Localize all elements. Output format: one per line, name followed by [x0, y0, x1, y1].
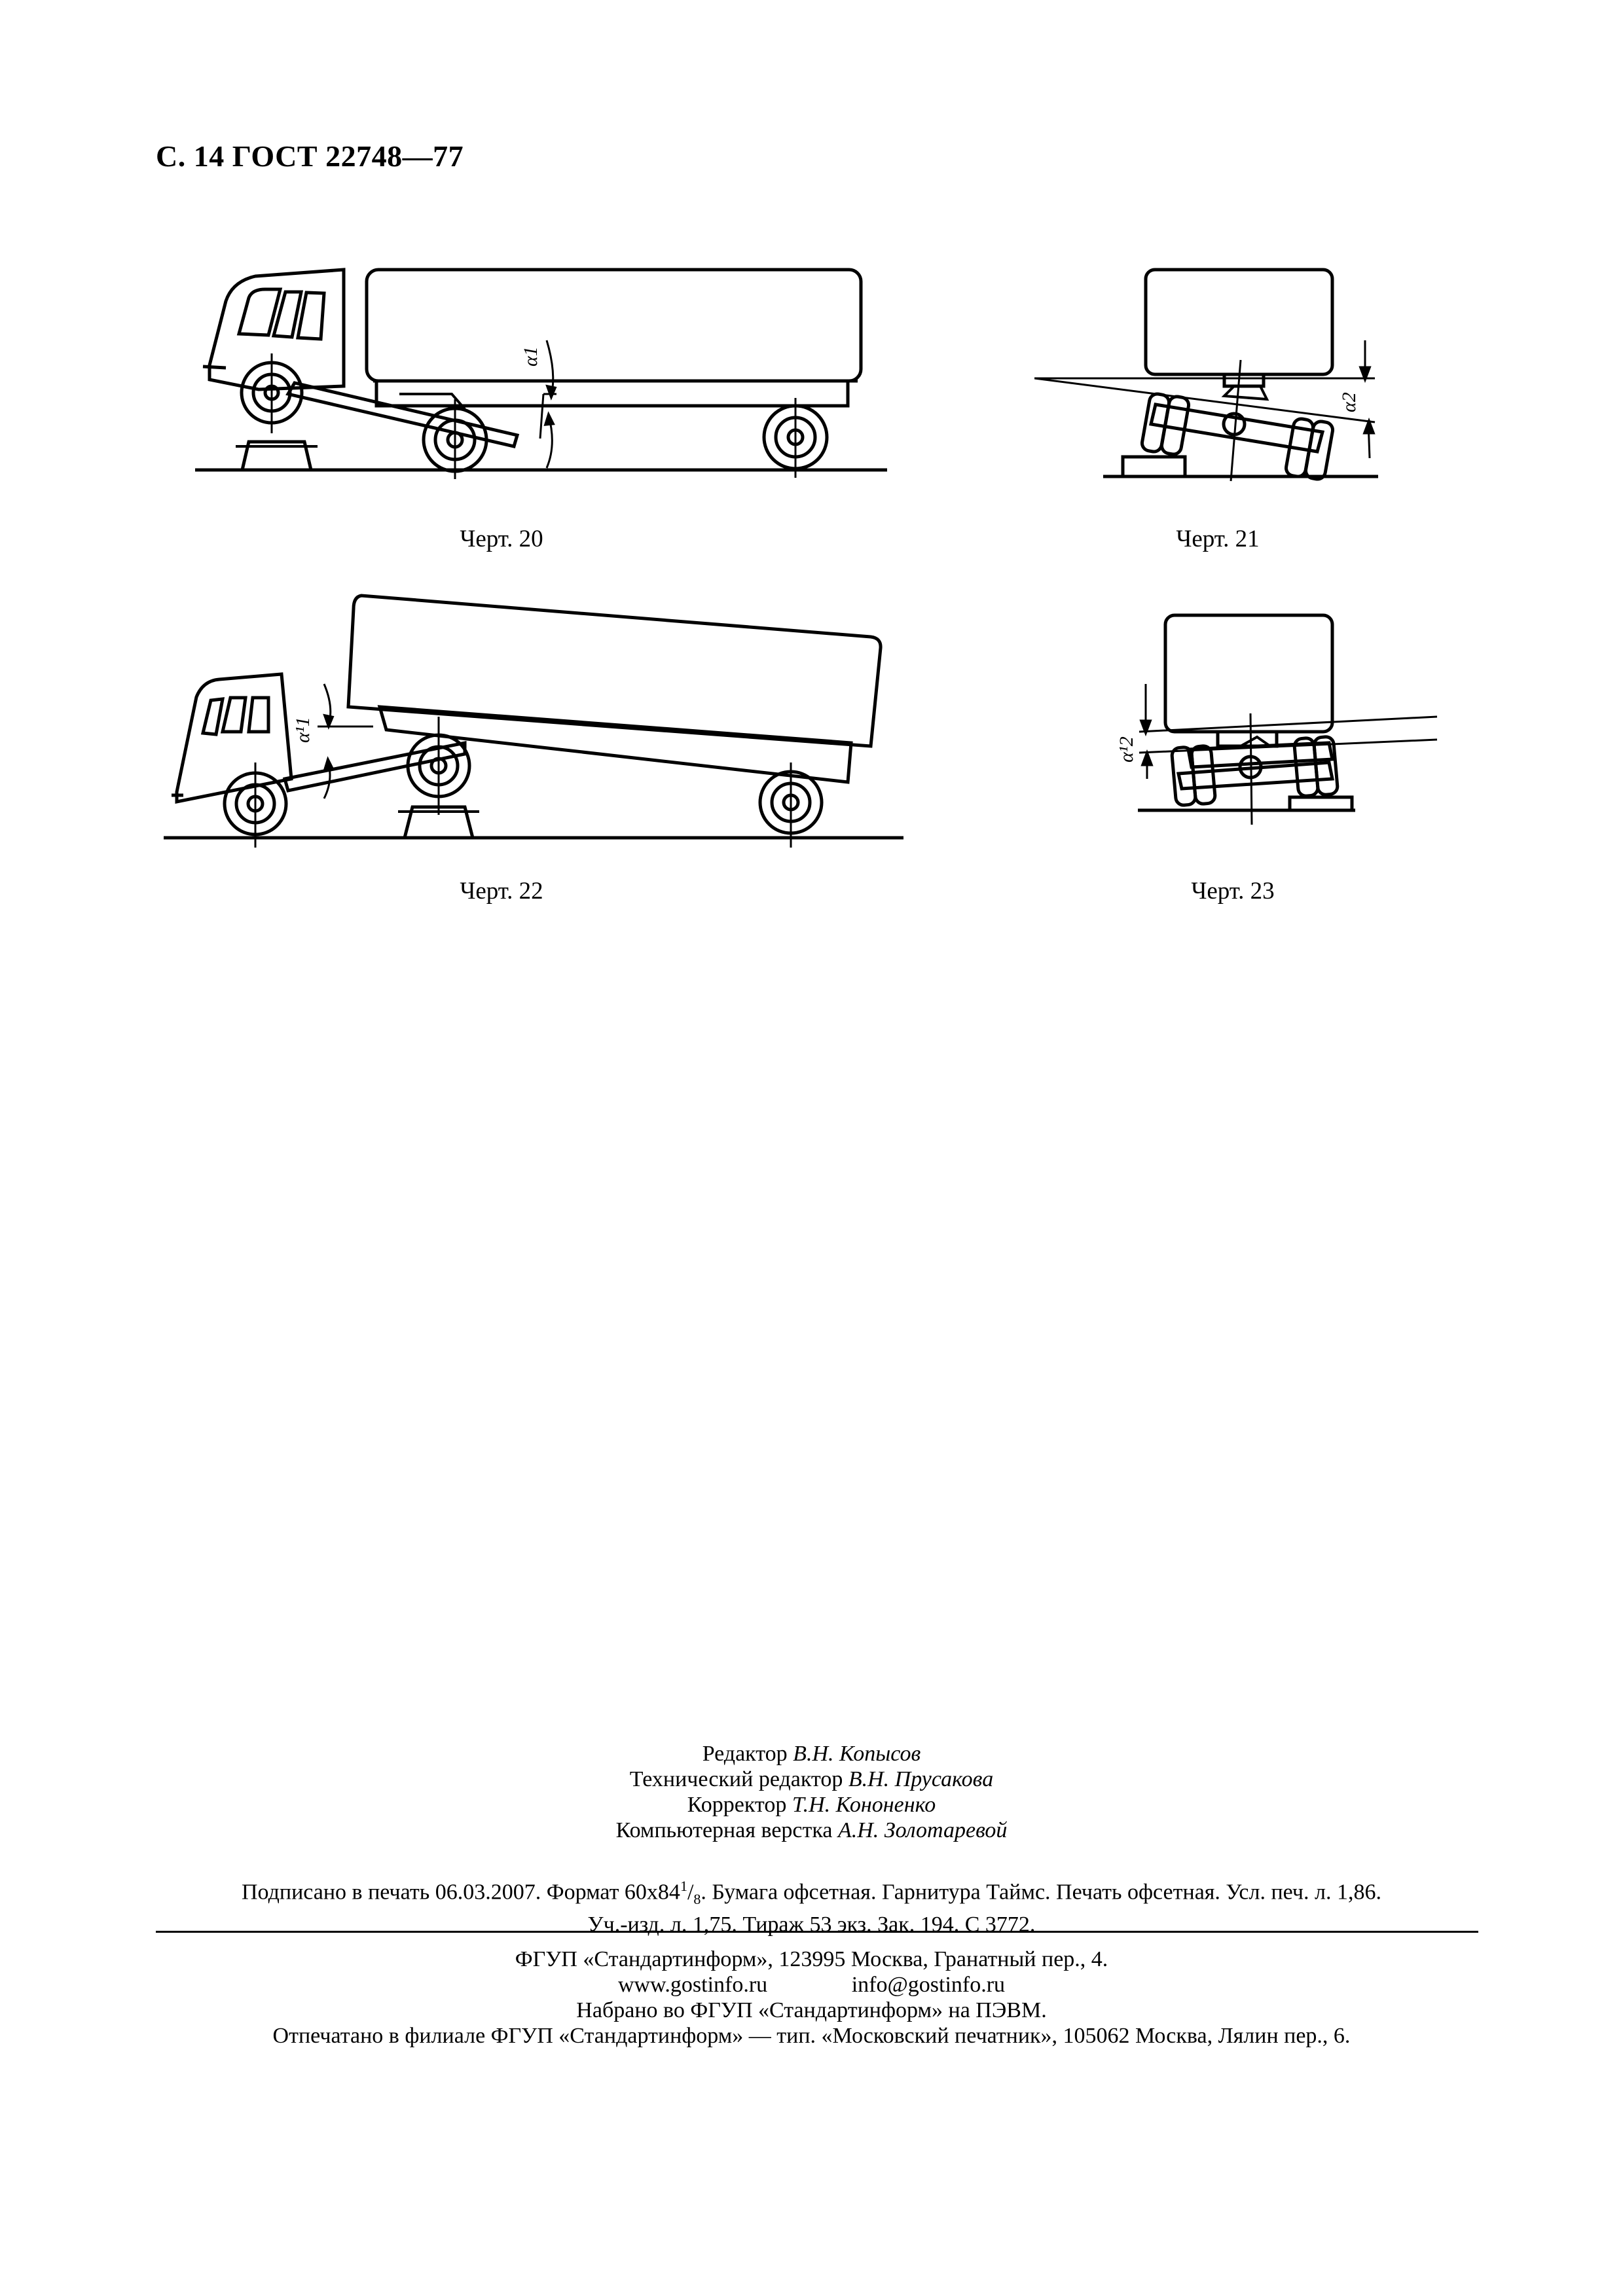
figure-21-angle-label: α2 — [1338, 392, 1360, 412]
figure-23-drawing: α¹2 — [1116, 613, 1438, 825]
publisher-website: www.gostinfo.ru — [617, 1973, 768, 1997]
figure-22-caption: Черт. 22 — [460, 878, 543, 905]
publisher-contacts: www.gostinfo.ru info@gostinfo.ru — [0, 1972, 1623, 1998]
publisher-line4: Отпечатано в филиале ФГУП «Стандартинфор… — [272, 2024, 1351, 2048]
credit-tech-editor-name: В.Н. Прусакова — [848, 1767, 994, 1791]
credit-layout-name: А.Н. Золотаревой — [837, 1818, 1008, 1842]
page-header: С. 14 ГОСТ 22748—77 — [156, 139, 464, 173]
print-info: Подписано в печать 06.03.2007. Формат 60… — [0, 1873, 1623, 1937]
figure-22: α¹1 — [157, 583, 910, 857]
print-info-line2: Уч.-изд. л. 1,75. Тираж 53 экз. Зак. 194… — [587, 1912, 1036, 1937]
publisher-email: info@gostinfo.ru — [851, 1973, 1006, 1997]
figure-23-angle-label: α¹2 — [1116, 736, 1137, 762]
figure-20-angle-label: α1 — [520, 346, 541, 367]
figure-20: α1 — [190, 255, 897, 491]
publisher-line1: ФГУП «Стандартинформ», 123995 Москва, Гр… — [515, 1947, 1108, 1971]
credit-corrector-role: Корректор — [687, 1793, 787, 1817]
figure-21: α2 — [1034, 262, 1401, 484]
credit-editor-name: В.Н. Копысов — [793, 1742, 921, 1766]
figure-21-caption: Черт. 21 — [1176, 526, 1260, 552]
figure-23: α¹2 — [1080, 602, 1447, 825]
publisher-line3: Набрано во ФГУП «Стандартинформ» на ПЭВМ… — [576, 1998, 1047, 2022]
figure-22-angle-label: α¹1 — [292, 717, 314, 743]
figure-20-drawing: α1 — [195, 268, 887, 479]
credit-layout: Компьютерная верстка А.Н. Золотаревой — [0, 1818, 1623, 1843]
credit-tech-editor-role: Технический редактор — [629, 1767, 843, 1791]
credits-block: Редактор В.Н. Копысов Технический редакт… — [0, 1741, 1623, 1843]
credit-editor: Редактор В.Н. Копысов — [0, 1741, 1623, 1767]
print-info-line1-a: Подписано в печать 06.03.2007. Формат 60… — [242, 1880, 680, 1905]
divider-rule — [156, 1931, 1478, 1933]
credit-corrector-name: Т.Н. Кононенко — [792, 1793, 936, 1817]
credit-tech-editor: Технический редактор В.Н. Прусакова — [0, 1767, 1623, 1792]
print-info-line1: Подписано в печать 06.03.2007. Формат 60… — [242, 1878, 1381, 1908]
print-info-sub: 8 — [693, 1891, 701, 1908]
figure-20-caption: Черт. 20 — [460, 526, 543, 552]
credit-layout-role: Компьютерная верстка — [615, 1818, 833, 1842]
publisher-block: ФГУП «Стандартинформ», 123995 Москва, Гр… — [0, 1946, 1623, 2049]
print-info-line1-b: . Бумага офсетная. Гарнитура Таймс. Печа… — [701, 1880, 1381, 1905]
figure-21-drawing: α2 — [1034, 268, 1378, 482]
credit-corrector: Корректор Т.Н. Кононенко — [0, 1792, 1623, 1818]
figure-23-caption: Черт. 23 — [1191, 878, 1275, 905]
credit-editor-role: Редактор — [702, 1742, 788, 1766]
figure-22-drawing: α¹1 — [164, 594, 903, 848]
print-info-sup: 1 — [680, 1878, 687, 1894]
